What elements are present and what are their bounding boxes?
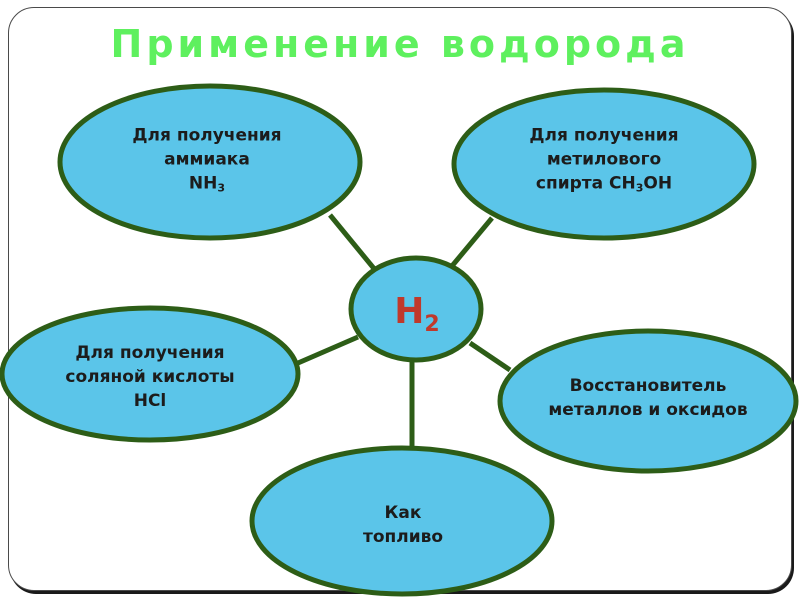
node-methanol-ellipse: [451, 87, 757, 241]
node-fuel-line1: Как: [384, 503, 422, 523]
node-reducer-label: Восстановитель металлов и оксидов: [548, 374, 747, 422]
node-fuel-label: Как топливо: [363, 501, 443, 549]
node-hcl-line1: Для получения: [75, 343, 225, 363]
formula-subscript: 3: [217, 181, 226, 195]
connector-ammonia: [328, 213, 378, 273]
center-subscript: 2: [424, 312, 440, 337]
node-hcl-label: Для получения соляной кислоты HCl: [65, 341, 234, 413]
formula-suffix: OH: [643, 173, 673, 194]
node-methanol-line1: Для получения: [529, 125, 679, 146]
node-hcl-formula: HCl: [133, 391, 167, 411]
node-ammonia-formula: NH3: [132, 172, 281, 201]
connector-hcl: [297, 334, 359, 366]
center-formula: H2: [394, 291, 439, 337]
node-hcl-line2: соляной кислоты: [65, 367, 235, 387]
node-methanol-formula: спирта CH3OH: [529, 172, 678, 201]
node-fuel-line2: топливо: [362, 527, 444, 547]
node-reducer-line2: металлов и оксидов: [548, 400, 748, 420]
diagram-title: Применение водорода: [110, 22, 690, 66]
formula-main: NH: [188, 173, 218, 194]
node-ammonia-label: Для получения аммиака NH3: [132, 124, 281, 201]
node-ammonia-line1: Для получения: [132, 125, 282, 146]
formula-subscript: 3: [635, 181, 644, 195]
connector-methanol: [450, 216, 494, 268]
node-reducer-line1: Восстановитель: [569, 376, 727, 396]
center-ellipse: [348, 255, 484, 363]
node-reducer-ellipse: [497, 328, 799, 474]
node-fuel-ellipse: [249, 445, 555, 597]
node-hcl-ellipse: [0, 305, 301, 443]
node-ammonia-ellipse: [57, 83, 363, 241]
center-symbol: H: [394, 291, 425, 332]
node-methanol-line2: метилового: [546, 149, 662, 170]
formula-prefix: спирта CH: [535, 173, 636, 194]
connector-reducer: [468, 340, 512, 373]
node-ammonia-line2: аммиака: [164, 149, 250, 170]
node-methanol-label: Для получения метилового спирта CH3OH: [529, 124, 678, 201]
